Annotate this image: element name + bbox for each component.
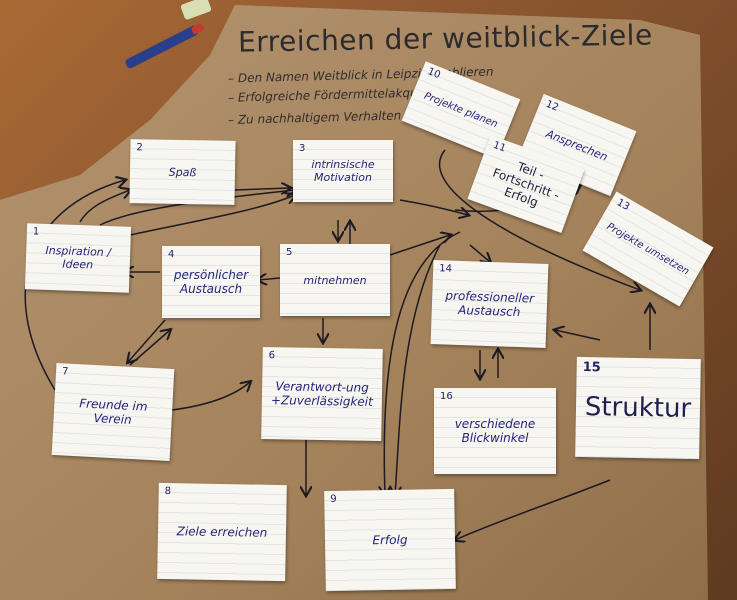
card-9-text: Erfolg	[372, 532, 408, 548]
card-7[interactable]: 7 Freunde im Verein	[51, 362, 175, 462]
card-8[interactable]: 8 Ziele erreichen	[157, 482, 287, 582]
card-4[interactable]: 4 persönlicher Austausch	[162, 246, 260, 318]
card-16-text: verschiedene Blickwinkel	[454, 417, 536, 445]
card-4-text: persönlicher Austausch	[173, 268, 249, 296]
card-14[interactable]: 14 professioneller Austausch	[430, 260, 549, 348]
card-15-text: Struktur	[584, 392, 692, 424]
card-5[interactable]: 5 mitnehmen	[280, 244, 390, 316]
card-6-text: Verantwort-ung +Zuverlässigkeit	[270, 379, 373, 409]
card-7-text: Freunde im Verein	[78, 396, 148, 427]
card-16-number: 16	[440, 391, 453, 402]
card-2-text: Spaß	[168, 165, 197, 179]
card-16[interactable]: 16 verschiedene Blickwinkel	[434, 388, 556, 474]
card-6[interactable]: 6 Verantwort-ung +Zuverlässigkeit	[261, 346, 383, 442]
card-3-text: intrinsische Motivation	[311, 158, 375, 184]
card-3[interactable]: 3 intrinsische Motivation	[293, 140, 393, 202]
card-8-text: Ziele erreichen	[176, 524, 268, 540]
card-9[interactable]: 9 Erfolg	[324, 488, 456, 592]
card-4-number: 4	[168, 249, 175, 260]
card-2[interactable]: 2 Spaß	[129, 139, 236, 205]
card-14-text: professioneller Austausch	[445, 288, 535, 320]
card-15[interactable]: 15 Struktur	[575, 356, 701, 460]
card-3-number: 3	[299, 143, 306, 154]
card-1-text: Inspiration / Ideen	[45, 243, 112, 272]
card-5-text: mitnehmen	[303, 273, 367, 287]
card-1[interactable]: 1 Inspiration / Ideen	[24, 223, 132, 293]
card-5-number: 5	[286, 247, 293, 258]
